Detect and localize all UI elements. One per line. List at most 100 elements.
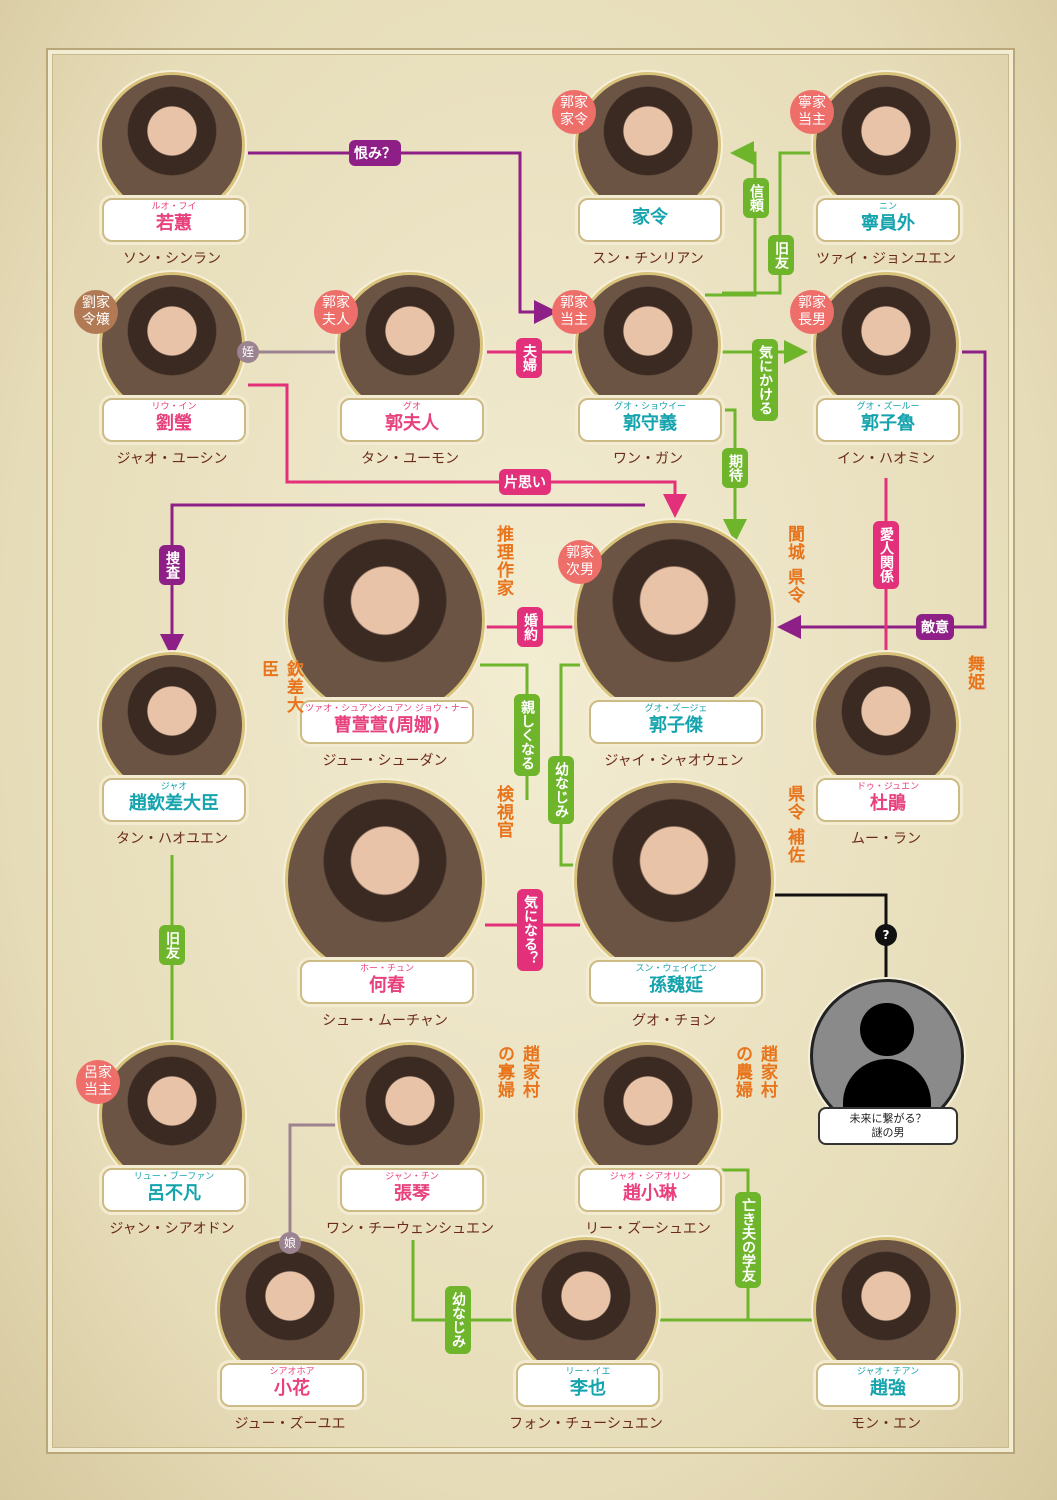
actor-name: ツァイ・ジョンユエン	[816, 251, 956, 267]
character-portrait	[285, 520, 485, 720]
line-childhood-friends-2	[411, 1240, 513, 1322]
relation-label: 敵意	[916, 614, 954, 640]
name-reading: ドゥ・ジュエン	[856, 782, 920, 792]
actor-name: シュー・ムーチャン	[322, 1013, 448, 1029]
character-name: 寧員外	[861, 213, 915, 234]
character-name: 趙欽差大臣	[129, 793, 219, 814]
character-name: 小花	[274, 1378, 310, 1399]
name-plate: シアオホア 小花	[220, 1363, 364, 1407]
actor-name: タン・ハオユエン	[116, 831, 228, 847]
relation-label: 旧友	[159, 925, 185, 965]
character-portrait	[575, 272, 721, 418]
name-plate: ルオ・フイ 若蕙	[102, 198, 246, 242]
character-portrait	[574, 520, 774, 720]
occupation-label: 推理作家	[493, 525, 513, 597]
line-daughter	[288, 1123, 335, 1245]
character-name: 家令	[632, 207, 668, 228]
character-name: 呂不凡	[147, 1183, 201, 1204]
family-role-tag: 郭家 次男	[558, 540, 602, 584]
actor-name: イン・ハオミン	[837, 451, 935, 467]
character-portrait	[813, 1237, 959, 1383]
character-name: 趙強	[870, 1378, 906, 1399]
character-portrait	[575, 72, 721, 218]
character-name: 李也	[570, 1378, 606, 1399]
occupation-label: 欽差大臣	[258, 660, 303, 714]
name-reading: ツァオ・シュアンシュアン ジョウ・ナー	[305, 704, 469, 714]
character-name: 趙小琳	[623, 1183, 677, 1204]
mystery-caption-line2: 謎の男	[871, 1126, 905, 1139]
occupation-label: 県令 補佐	[784, 785, 804, 864]
name-plate: ジャオ・チアン 趙強	[816, 1363, 960, 1407]
character-name: 若蕙	[156, 213, 192, 234]
character-name: 曹萱萱(周娜)	[333, 715, 441, 736]
character-name: 郭子傑	[649, 715, 703, 736]
character-portrait	[99, 272, 245, 418]
actor-name: ワン・ガン	[613, 451, 683, 467]
actor-name: ソン・シンラン	[123, 251, 221, 267]
actor-name: ムー・ラン	[851, 831, 921, 847]
relation-label: 幼なじみ	[445, 1286, 471, 1354]
name-plate: グオ・ショウイー 郭守義	[578, 398, 722, 442]
character-portrait	[813, 652, 959, 798]
occupation-label: 検視官	[493, 785, 513, 839]
mystery-caption: 未来に繋がる？ 謎の男	[818, 1107, 958, 1145]
relation-label: 亡き夫の学友	[735, 1192, 761, 1288]
character-portrait	[575, 1042, 721, 1188]
name-plate: ジャン・チン 張琴	[340, 1168, 484, 1212]
family-role-tag: 郭家 長男	[790, 290, 834, 334]
character-name: 張琴	[394, 1183, 430, 1204]
character-name: 劉瑩	[156, 413, 192, 434]
name-plate: 家令	[578, 198, 722, 242]
character-portrait	[813, 272, 959, 418]
relation-label: 期待	[722, 448, 748, 488]
character-name: 杜鵑	[870, 793, 906, 814]
name-reading: ジャオ・シアオリン	[609, 1172, 691, 1182]
relation-label: 捜査	[159, 545, 185, 585]
name-reading: ニン	[878, 202, 897, 212]
relation-label: 幼なじみ	[548, 756, 574, 824]
line-investigation	[160, 503, 645, 658]
name-plate: ジャオ・シアオリン 趙小琳	[578, 1168, 722, 1212]
actor-name: ジャイ・シャオウェン	[604, 753, 744, 769]
question-badge: ?	[875, 924, 897, 946]
name-plate: リウ・イン 劉瑩	[102, 398, 246, 442]
name-plate: ツァオ・シュアンシュアン ジョウ・ナー 曹萱萱(周娜)	[300, 700, 474, 744]
name-reading: ジャオ	[160, 782, 188, 792]
line-crush	[248, 383, 687, 518]
name-plate: スン・ウェイイエン 孫魏延	[589, 960, 763, 1004]
name-reading: シアオホア	[269, 1367, 315, 1377]
relation-label: 恨み？	[349, 140, 401, 166]
character-portrait	[99, 652, 245, 798]
name-reading: ジャオ・チアン	[856, 1367, 920, 1377]
occupation-label: 閬城 県令	[784, 525, 804, 604]
name-plate: ドゥ・ジュエン 杜鵑	[816, 778, 960, 822]
character-portrait	[813, 72, 959, 218]
family-role-tag: 郭家 夫人	[314, 290, 358, 334]
occupation-label: 趙家村の農婦	[732, 1045, 777, 1099]
character-portrait	[99, 1042, 245, 1188]
line-trust	[705, 141, 757, 297]
decorative-frame	[46, 48, 1015, 1454]
character-portrait	[337, 272, 483, 418]
character-name: 郭夫人	[385, 413, 439, 434]
mystery-caption-line1: 未来に繋がる？	[849, 1112, 927, 1125]
name-reading: ジャン・チン	[385, 1172, 439, 1182]
relation-label: 親しくなる	[514, 694, 540, 776]
character-portrait	[574, 780, 774, 980]
character-portrait	[217, 1237, 363, 1383]
name-plate: リュー・ブーファン 呂不凡	[102, 1168, 246, 1212]
name-plate: グオ・ズールー 郭子魯	[816, 398, 960, 442]
name-plate: ニン 寧員外	[816, 198, 960, 242]
relation-label: 片思い	[499, 469, 551, 495]
character-name: 郭子魯	[861, 413, 915, 434]
relation-label: 気にかける	[752, 339, 778, 421]
name-plate: リー・イエ 李也	[516, 1363, 660, 1407]
actor-name: ジャオ・ユーシン	[116, 451, 228, 467]
actor-name: ジャン・シアオドン	[109, 1221, 235, 1237]
name-reading: グオ・ズールー	[856, 402, 920, 412]
name-plate: ホー・チュン 何春	[300, 960, 474, 1004]
line-mystery	[775, 893, 888, 985]
line-expectation	[718, 408, 747, 543]
actor-name: モン・エン	[851, 1416, 921, 1432]
